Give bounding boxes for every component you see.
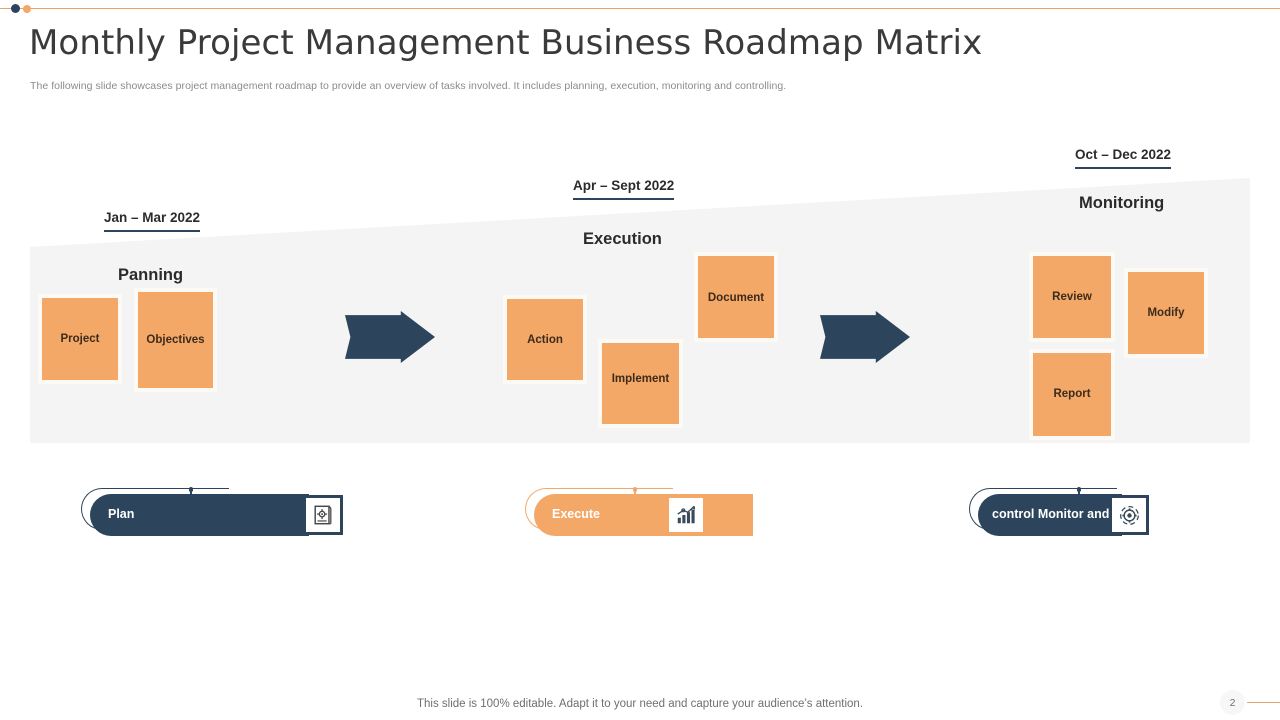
pill-label-plan: Plan xyxy=(90,494,309,536)
task-box-report[interactable]: Report xyxy=(1033,353,1111,436)
task-label: Review xyxy=(1052,291,1092,303)
phase-title-monitoring: Monitoring xyxy=(1079,194,1165,212)
task-box-project[interactable]: Project xyxy=(42,298,118,380)
task-box-action[interactable]: Action xyxy=(507,299,583,380)
pill-label-monitor-control: control Monitor and xyxy=(978,494,1122,536)
bar-chart-growth-icon[interactable] xyxy=(666,495,706,535)
task-box-review[interactable]: Review xyxy=(1033,256,1111,338)
task-label: Action xyxy=(527,333,563,346)
task-label: Objectives xyxy=(146,334,205,346)
task-label: Modify xyxy=(1147,307,1185,319)
page-number-group: 2 xyxy=(1220,690,1280,716)
phase-title-execution: Execution xyxy=(583,230,662,248)
task-box-document[interactable]: Document xyxy=(698,256,774,338)
page-subtitle: The following slide showcases project ma… xyxy=(30,80,787,92)
task-box-implement[interactable]: Implement xyxy=(602,343,679,424)
page-number: 2 xyxy=(1220,690,1245,715)
phase-date-planning: Jan – Mar 2022 xyxy=(104,210,201,232)
page-title: Monthly Project Management Business Road… xyxy=(29,23,983,63)
task-label: Project xyxy=(60,333,100,345)
task-box-modify[interactable]: Modify xyxy=(1128,272,1204,354)
phase-date-monitoring: Oct – Dec 2022 xyxy=(1075,147,1172,169)
phase-title-planning: Panning xyxy=(118,266,184,284)
task-box-objectives[interactable]: Objectives xyxy=(138,292,213,388)
top-divider-rule xyxy=(0,8,1280,9)
gear-settings-icon[interactable] xyxy=(1109,495,1149,535)
book-gear-icon[interactable] xyxy=(303,495,343,535)
decor-dot-orange xyxy=(23,5,31,13)
phase-date-execution: Apr – Sept 2022 xyxy=(573,178,675,200)
task-label: Document xyxy=(707,292,765,304)
footer-note: This slide is 100% editable. Adapt it to… xyxy=(416,698,864,710)
task-label: Report xyxy=(1053,388,1091,400)
page-number-rule xyxy=(1247,702,1280,703)
task-label: Implement xyxy=(611,373,670,385)
decor-dot-navy xyxy=(11,4,20,13)
pill-label-execute: Execute xyxy=(534,494,753,536)
